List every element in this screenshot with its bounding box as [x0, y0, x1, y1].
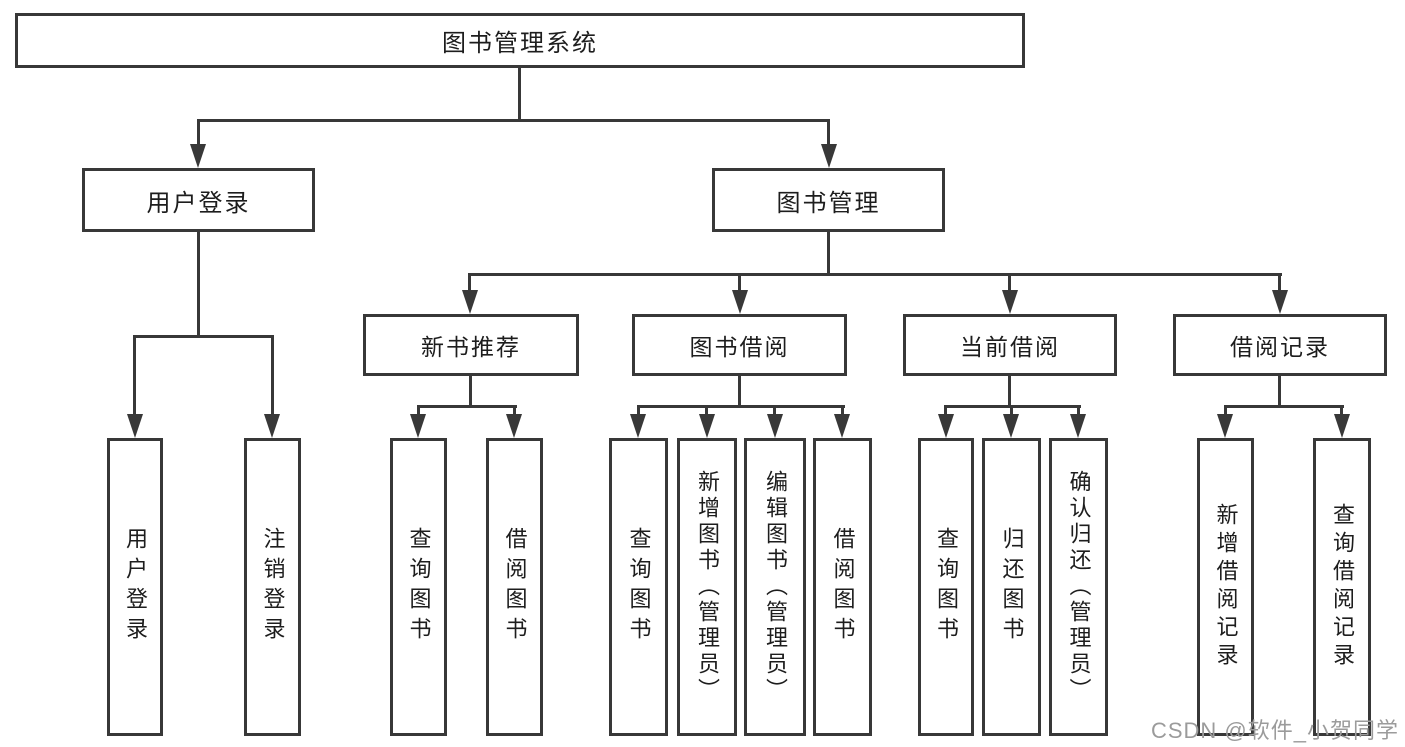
arrow-down-icon: [1003, 414, 1019, 438]
connector-user-login-rail: [133, 335, 274, 338]
leaf-return-books: 归还图书: [982, 438, 1041, 736]
arrow-down-icon: [1272, 290, 1288, 314]
arrow-down-icon: [506, 414, 522, 438]
leaf-recommend-borrow-books: 借阅图书: [486, 438, 543, 736]
connector-drop-new-book-recommend: [468, 273, 471, 293]
node-user-login: 用户登录: [82, 168, 315, 232]
arrow-down-icon: [821, 144, 837, 168]
arrow-down-icon: [732, 290, 748, 314]
arrow-down-icon: [1002, 290, 1018, 314]
leaf-query-borrow-record: 查询借阅记录: [1313, 438, 1371, 736]
leaf-user-login: 用户登录: [107, 438, 163, 736]
arrow-down-icon: [938, 414, 954, 438]
connector-book-management-rail: [468, 273, 1282, 276]
node-library-management-system: 图书管理系统: [15, 13, 1025, 68]
connector-new-book-recommend-stem: [469, 376, 472, 408]
connector-drop-book-borrow: [738, 273, 741, 293]
leaf-logout-login: 注销登录: [244, 438, 301, 736]
connector-drop-leaf: [1224, 405, 1227, 415]
connector-borrow-records-stem: [1278, 376, 1281, 408]
connector-book-borrow-rail: [637, 405, 845, 408]
node-book-management: 图书管理: [712, 168, 945, 232]
connector-current-borrow-stem: [1008, 376, 1011, 408]
connector-drop-leaf: [417, 405, 420, 415]
connector-new-book-recommend-rail: [417, 405, 517, 408]
connector-drop-logout-leaf: [271, 335, 274, 415]
connector-root-rail: [197, 119, 830, 122]
arrow-down-icon: [1070, 414, 1086, 438]
connector-drop-leaf: [944, 405, 947, 415]
leaf-confirm-return-admin: 确认归还（管理员）: [1049, 438, 1108, 736]
node-borrow-records: 借阅记录: [1173, 314, 1387, 376]
connector-drop-leaf: [773, 405, 776, 415]
connector-drop-leaf: [637, 405, 640, 415]
node-current-borrow: 当前借阅: [903, 314, 1117, 376]
connector-drop-leaf: [1340, 405, 1343, 415]
leaf-borrow-borrow-books: 借阅图书: [813, 438, 872, 736]
connector-drop-leaf: [1077, 405, 1080, 415]
arrow-down-icon: [410, 414, 426, 438]
arrow-down-icon: [630, 414, 646, 438]
connector-drop-login-leaf: [133, 335, 136, 415]
arrow-down-icon: [127, 414, 143, 438]
arrow-down-icon: [1334, 414, 1350, 438]
node-book-borrow: 图书借阅: [632, 314, 847, 376]
connector-book-borrow-stem: [738, 376, 741, 408]
connector-drop-leaf: [1010, 405, 1013, 415]
connector-borrow-records-rail: [1224, 405, 1344, 408]
connector-drop-leaf: [841, 405, 844, 415]
arrow-down-icon: [462, 290, 478, 314]
leaf-recommend-query-books: 查询图书: [390, 438, 447, 736]
leaf-edit-books-admin: 编辑图书（管理员）: [744, 438, 806, 736]
leaf-borrow-query-books: 查询图书: [609, 438, 668, 736]
leaf-add-borrow-record: 新增借阅记录: [1197, 438, 1254, 736]
arrow-down-icon: [264, 414, 280, 438]
arrow-down-icon: [190, 144, 206, 168]
connector-drop-borrow-records: [1278, 273, 1281, 293]
arrow-down-icon: [1217, 414, 1233, 438]
connector-user-login-stem: [197, 232, 200, 338]
arrow-down-icon: [699, 414, 715, 438]
node-new-book-recommend: 新书推荐: [363, 314, 579, 376]
connector-drop-book-management: [827, 119, 830, 147]
connector-root-stem: [518, 68, 521, 122]
leaf-add-books-admin: 新增图书（管理员）: [677, 438, 737, 736]
connector-drop-current-borrow: [1008, 273, 1011, 293]
connector-drop-user-login: [197, 119, 200, 147]
connector-drop-leaf: [705, 405, 708, 415]
connector-drop-leaf: [513, 405, 516, 415]
connector-book-management-stem: [827, 232, 830, 276]
arrow-down-icon: [834, 414, 850, 438]
leaf-current-query-books: 查询图书: [918, 438, 974, 736]
arrow-down-icon: [767, 414, 783, 438]
csdn-watermark: CSDN @软件_小贺同学: [1150, 718, 1399, 743]
